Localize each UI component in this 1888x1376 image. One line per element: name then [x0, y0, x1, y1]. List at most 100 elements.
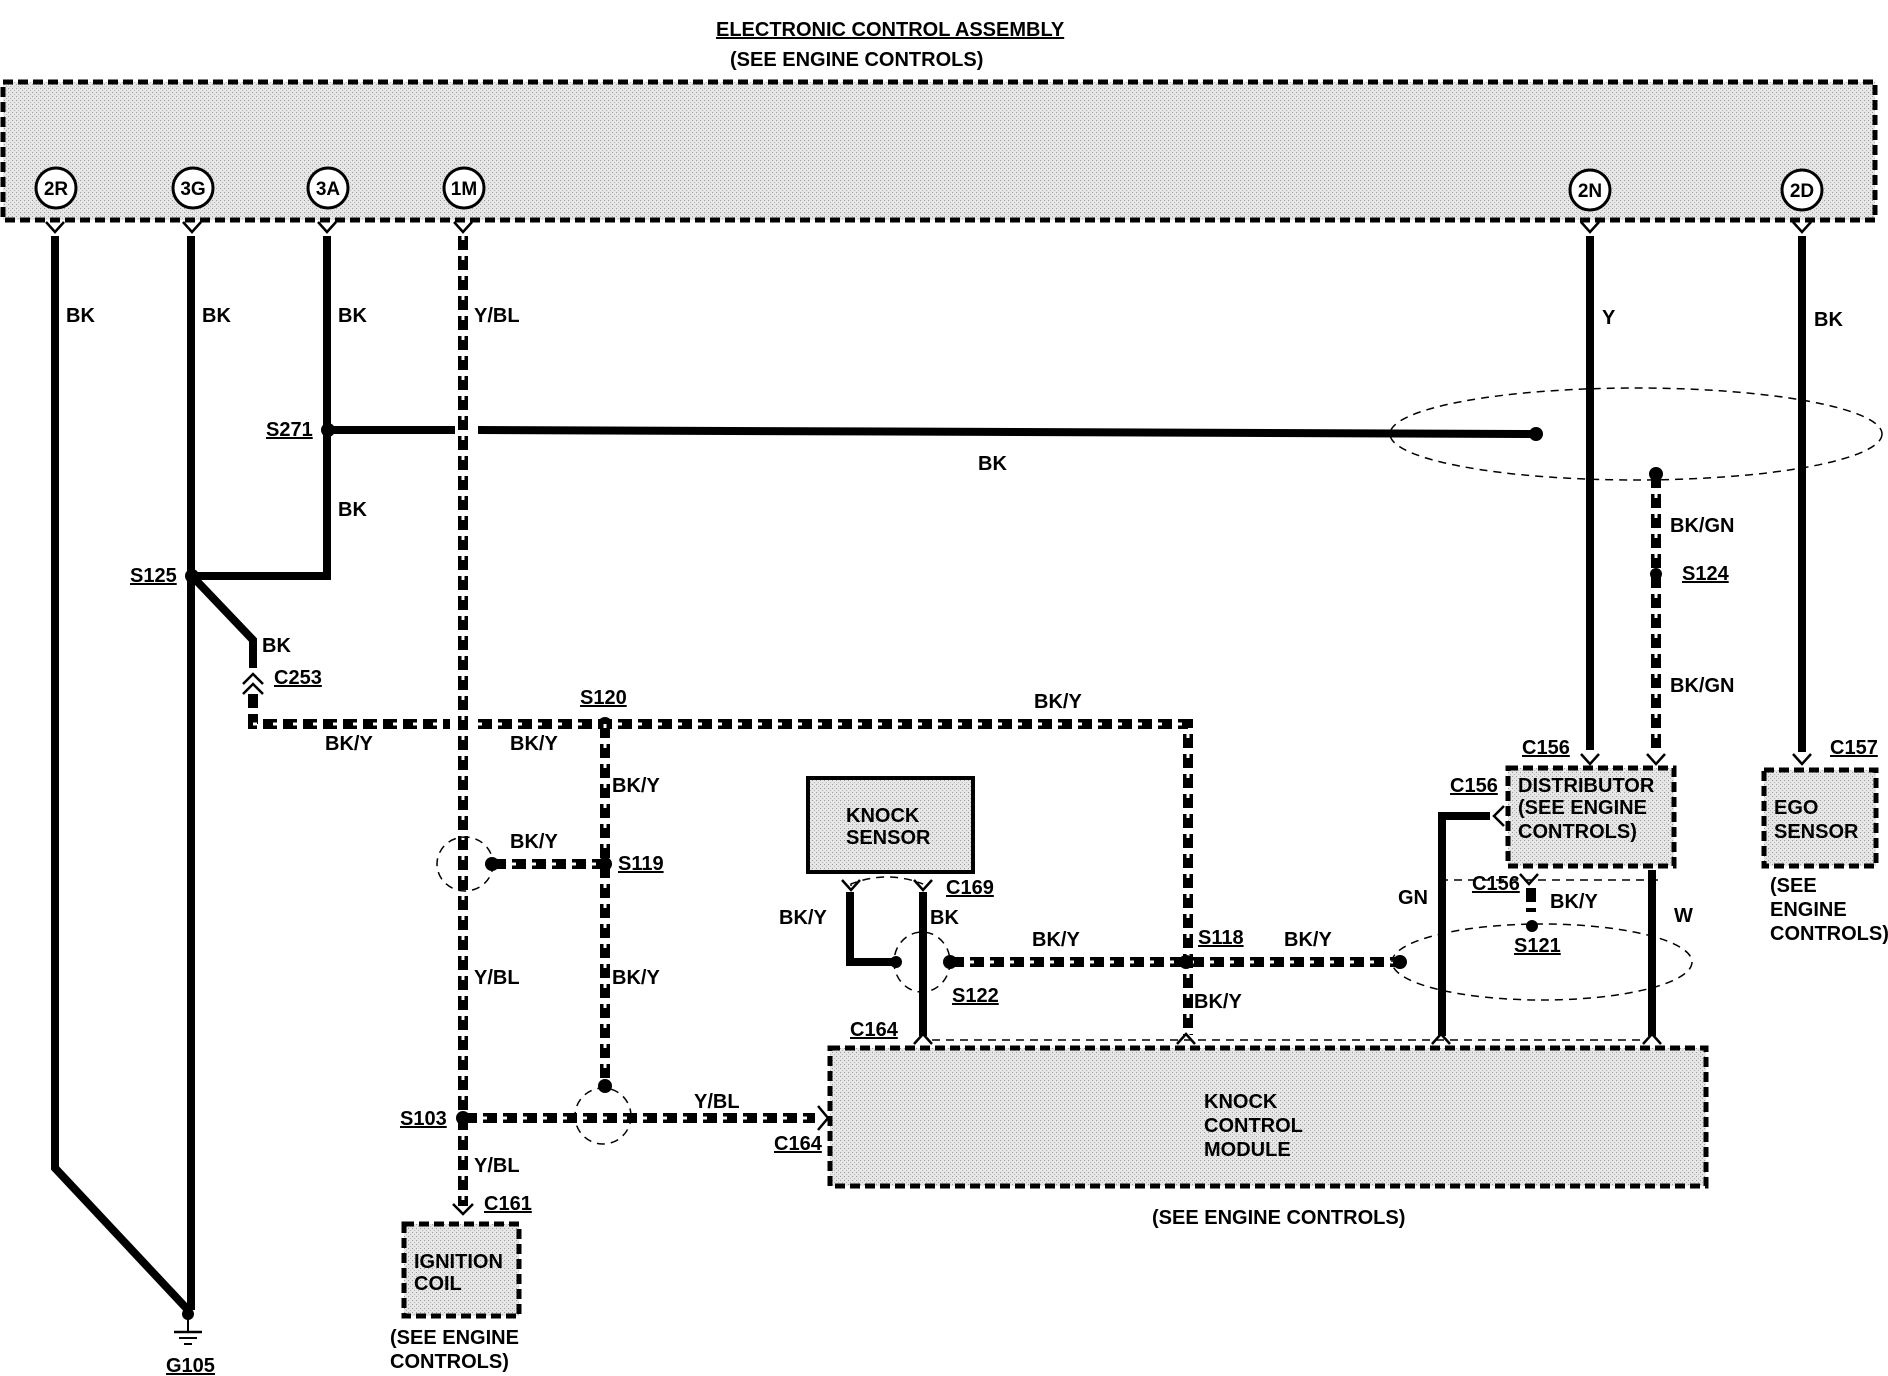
knock-module-line2: CONTROL	[1204, 1115, 1303, 1137]
knock-module-line3: MODULE	[1204, 1139, 1291, 1161]
splice-s124	[1650, 568, 1662, 580]
connector-label-c156-top: C156	[1522, 737, 1570, 759]
ego-sensor-line1: EGO	[1774, 797, 1818, 819]
wire-label-s125-bk: BK	[262, 635, 291, 657]
ignition-coil-box	[401, 1221, 522, 1319]
shield-ellipse-upper	[1389, 387, 1883, 481]
connector-label-c169: C169	[946, 877, 994, 899]
wire-label-w: W	[1674, 905, 1693, 927]
connector-c161-chevron	[452, 1203, 474, 1216]
splice-label-s121: S121	[1514, 935, 1561, 957]
splice-lower-junction	[598, 1079, 612, 1093]
wire-label-s119-bky: BK/Y	[510, 831, 558, 853]
wire-label-s120-bky-top: BK/Y	[1034, 691, 1082, 713]
connector-label-c156-bottom: C156	[1472, 873, 1520, 895]
knock-module-note: (SEE ENGINE CONTROLS)	[1152, 1207, 1405, 1229]
knock-module-top-chevrons	[913, 1032, 1662, 1045]
ground-label-g105: G105	[166, 1355, 215, 1376]
connector-c164-left-chevron	[817, 1105, 830, 1131]
wire-label-2d-bk: BK	[1814, 309, 1843, 331]
wire-label-2r-bk: BK	[66, 305, 95, 327]
distributor-line2: (SEE ENGINE	[1518, 797, 1647, 819]
distributor-line1: DISTRIBUTOR	[1518, 775, 1655, 797]
svg-text:2D: 2D	[1790, 181, 1814, 202]
splice-label-s125: S125	[130, 565, 177, 587]
wire-label-s120-vert-bky: BK/Y	[612, 775, 660, 797]
wire-label-s271-bk: BK	[978, 453, 1007, 475]
diagram-title: ELECTRONIC CONTROL ASSEMBLY	[716, 19, 1065, 41]
knock-sensor-line2: SENSOR	[846, 827, 931, 849]
wire-3a-bk	[191, 236, 331, 580]
wire-c253-bky	[248, 694, 450, 729]
pin-3a: 3A	[306, 166, 350, 210]
wire-label-2n-y: Y	[1602, 307, 1616, 329]
distributor-line3: CONTROLS)	[1518, 821, 1637, 843]
wire-label-s120-bky-left: BK/Y	[510, 733, 558, 755]
wire-label-c253-bky: BK/Y	[325, 733, 373, 755]
shield-ground-s103	[574, 1087, 632, 1145]
shield-ellipse-s121	[1391, 923, 1693, 1001]
splice-s121	[1526, 920, 1538, 932]
ignition-coil-line2: COIL	[414, 1273, 462, 1295]
ground-g105-symbol	[174, 1308, 202, 1345]
shield-ground-s119	[436, 836, 494, 892]
connector-label-c164-top: C164	[850, 1019, 899, 1041]
splice-s271	[321, 423, 335, 437]
wire-gn	[1438, 812, 1490, 1036]
svg-text:3G: 3G	[180, 179, 205, 200]
splice-label-s103: S103	[400, 1108, 447, 1130]
wire-s120-bky	[478, 719, 1193, 1035]
ignition-coil-line1: IGNITION	[414, 1251, 503, 1273]
splice-label-s119: S119	[618, 853, 664, 875]
wire-label-1m-ybl: Y/BL	[474, 305, 520, 327]
wire-label-1m-ybl-low: Y/BL	[474, 1155, 520, 1177]
knock-sensor-box	[806, 776, 975, 874]
wire-label-1m-ybl-mid: Y/BL	[474, 967, 520, 989]
svg-text:2N: 2N	[1578, 181, 1602, 202]
svg-text:3A: 3A	[316, 179, 341, 200]
splice-label-s120: S120	[580, 687, 627, 709]
wire-label-3g-bk: BK	[202, 305, 231, 327]
splice-s118	[1179, 955, 1193, 969]
wire-label-s119-vert-bky: BK/Y	[612, 967, 660, 989]
wire-label-bkgn-lower: BK/GN	[1670, 675, 1734, 697]
knock-module-line1: KNOCK	[1204, 1091, 1278, 1113]
svg-text:1M: 1M	[451, 179, 477, 200]
pin-3g: 3G	[171, 166, 215, 210]
connector-label-c253: C253	[274, 667, 322, 689]
splice-s119	[598, 857, 612, 871]
distributor-box	[1505, 765, 1677, 869]
wire-label-knock-sensor-bk: BK	[930, 907, 959, 929]
wire-label-s118-bky-down: BK/Y	[1194, 991, 1242, 1013]
connector-label-c156-left: C156	[1450, 775, 1498, 797]
knock-control-module-box	[827, 1045, 1709, 1189]
splice-label-s118: S118	[1198, 927, 1244, 949]
connector-label-c161: C161	[484, 1193, 532, 1215]
connector-c253-chevron	[242, 672, 264, 685]
ego-note-line3: CONTROLS)	[1770, 923, 1888, 945]
wire-s125-c253-bk	[189, 573, 257, 668]
wire-label-s103-ybl: Y/BL	[694, 1091, 740, 1113]
wire-label-s121-bky: BK/Y	[1550, 891, 1598, 913]
wire-label-bkgn-upper: BK/GN	[1670, 515, 1734, 537]
diagram-subtitle: (SEE ENGINE CONTROLS)	[730, 49, 983, 71]
ignition-note-line1: (SEE ENGINE	[390, 1327, 519, 1349]
wire-label-s118-bky-right: BK/Y	[1284, 929, 1332, 951]
splice-label-s271: S271	[266, 419, 313, 441]
connector-label-c164-left: C164	[774, 1133, 823, 1155]
wire-2r-bk	[51, 236, 191, 1313]
ignition-note-line2: CONTROLS)	[390, 1351, 509, 1373]
wire-label-s122-bky: BK/Y	[1032, 929, 1080, 951]
splice-s271-end	[1529, 427, 1543, 441]
wire-knock-sensor-bky	[846, 892, 896, 966]
connector-label-c157: C157	[1830, 737, 1878, 759]
wire-label-gn: GN	[1398, 887, 1428, 909]
pin-2r: 2R	[34, 166, 78, 210]
wire-label-3a-bk: BK	[338, 305, 367, 327]
wire-s271-bk-right	[477, 426, 1536, 438]
wire-label-3a-bk-lower: BK	[338, 499, 367, 521]
ego-sensor-line2: SENSOR	[1774, 821, 1859, 843]
splice-label-s122: S122	[952, 985, 999, 1007]
splice-label-s124: S124	[1682, 563, 1730, 585]
